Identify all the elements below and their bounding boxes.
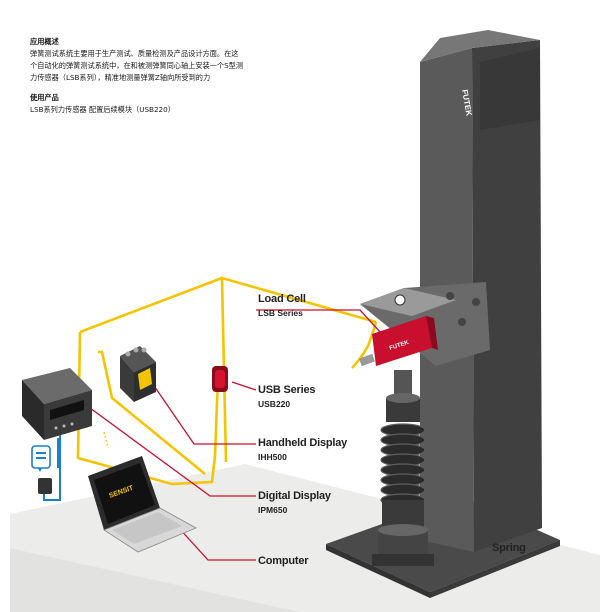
callout-subtitle: IPM650 bbox=[258, 505, 288, 515]
callout-title: USB Series bbox=[258, 384, 316, 396]
floor-platform-edge bbox=[10, 548, 300, 612]
callout-title: Computer bbox=[258, 555, 309, 567]
spring-assembly bbox=[372, 370, 434, 566]
callout-usb-series: USB Series USB220 bbox=[258, 384, 316, 409]
callout-title: Digital Display bbox=[258, 490, 331, 502]
callout-title: Spring bbox=[492, 542, 526, 554]
callout-digital-display: Digital Display IPM650 bbox=[258, 490, 331, 515]
intro-line-1: 弹簧测试系统主要用于生产测试、质量检测及产品设计方面。在这 bbox=[30, 49, 239, 58]
column-top bbox=[420, 30, 540, 62]
callout-load-cell: Load Cell LSB Series bbox=[258, 293, 306, 318]
callout-title: Load Cell bbox=[258, 293, 306, 305]
column-right bbox=[472, 40, 542, 552]
phone-device bbox=[31, 445, 51, 472]
callout-subtitle: IHH500 bbox=[258, 452, 287, 462]
callout-computer: Computer bbox=[258, 555, 309, 567]
callout-subtitle: USB220 bbox=[258, 399, 291, 409]
laptop-computer: SENSIT bbox=[88, 456, 197, 553]
handheld-display-device bbox=[120, 346, 156, 402]
callout-subtitle: LSB Series bbox=[258, 308, 303, 318]
usb-plug bbox=[38, 478, 52, 494]
intro-line-2: 个自动化的弹簧测试系统中，在和被测弹簧同心轴上安装一个S型测 bbox=[30, 61, 244, 70]
digital-display-device bbox=[22, 368, 92, 440]
intro-heading: 应用概述 bbox=[30, 37, 59, 46]
intro-line-3: 力传感器（LSB系列），精准地测量弹簧Z轴向所受到的力 bbox=[30, 73, 211, 82]
usb-device bbox=[212, 366, 228, 392]
callout-title: Handheld Display bbox=[258, 437, 348, 449]
load-cell-body bbox=[372, 316, 432, 366]
products-line: LSB系列力传感器 配置后续模块（USB220） bbox=[30, 105, 175, 114]
callout-handheld-display: Handheld Display IHH500 bbox=[258, 437, 347, 462]
callout-spring: Spring bbox=[492, 542, 526, 554]
intro-text-block: 应用概述 弹簧测试系统主要用于生产测试、质量检测及产品设计方面。在这 个自动化的… bbox=[30, 36, 295, 116]
loadcell-cable bbox=[351, 321, 378, 369]
products-heading: 使用产品 bbox=[30, 93, 59, 102]
